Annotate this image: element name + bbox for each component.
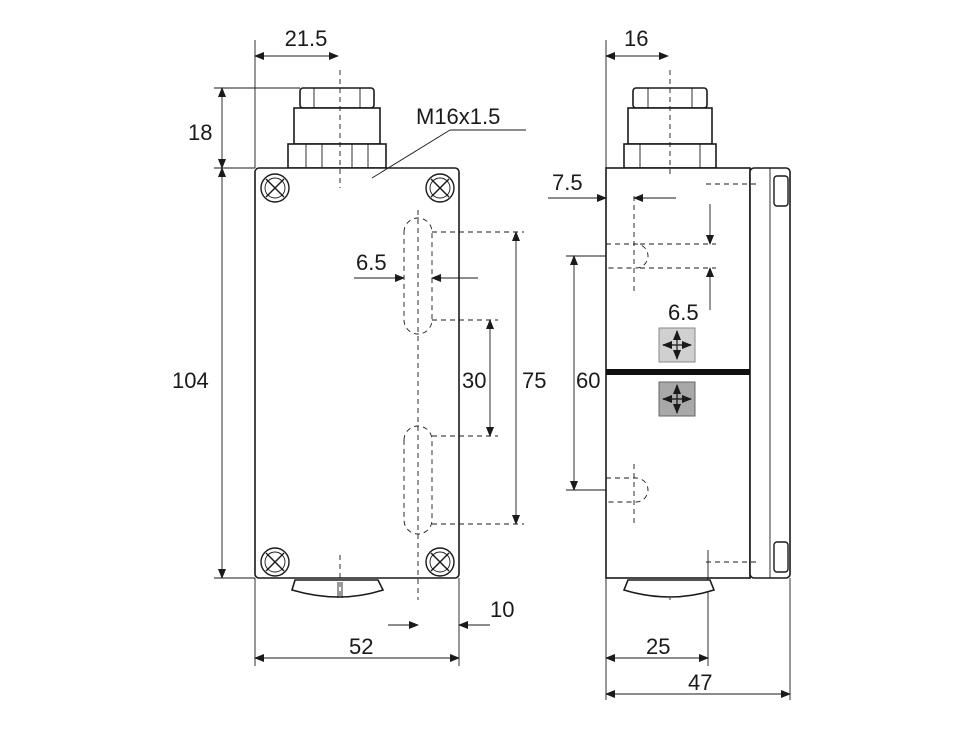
dim-25: 25 <box>605 578 709 700</box>
screw-icon <box>260 547 290 577</box>
dim-10: 10 <box>388 597 514 629</box>
dim-47: 47 <box>605 578 791 700</box>
dim-16: 16 <box>605 26 669 168</box>
side-view: 16 7.5 6.5 60 25 <box>548 26 791 700</box>
side-bottom-plug <box>622 579 716 598</box>
dim-side-slot: 6.5 <box>640 204 716 325</box>
svg-text:52: 52 <box>349 634 373 659</box>
svg-text:18: 18 <box>188 120 212 145</box>
mounting-slots <box>339 70 433 600</box>
svg-text:7.5: 7.5 <box>552 170 583 195</box>
svg-text:25: 25 <box>646 634 670 659</box>
front-view: 21.5 18 M16x1.5 104 6.5 <box>172 26 546 666</box>
dim-18: 18 <box>188 87 300 169</box>
front-housing <box>254 167 460 579</box>
dim-thread: M16x1.5 <box>371 104 526 179</box>
side-cable-gland <box>623 87 717 169</box>
dim-21-5: 21.5 <box>254 26 339 168</box>
direction-arrows-icon <box>658 327 696 363</box>
svg-text:M16x1.5: M16x1.5 <box>416 104 500 129</box>
svg-text:6.5: 6.5 <box>356 250 387 275</box>
dim-75: 75 <box>432 231 546 525</box>
svg-text:47: 47 <box>688 670 712 695</box>
dim-60: 60 <box>566 255 606 491</box>
dim-slot-width: 6.5 <box>354 250 478 282</box>
dim-30: 30 <box>432 319 498 437</box>
front-bottom-plug <box>291 579 385 598</box>
svg-text:60: 60 <box>576 368 600 393</box>
front-cable-gland <box>287 87 387 169</box>
screw-icon <box>260 173 290 203</box>
svg-text:30: 30 <box>462 368 486 393</box>
svg-text:10: 10 <box>490 597 514 622</box>
svg-text:75: 75 <box>522 368 546 393</box>
svg-text:104: 104 <box>172 368 209 393</box>
dim-52: 52 <box>254 578 460 666</box>
dim-7-5: 7.5 <box>548 170 676 202</box>
dim-104: 104 <box>172 167 255 579</box>
screw-icon <box>425 547 455 577</box>
screw-icon <box>425 173 455 203</box>
svg-text:16: 16 <box>624 26 648 51</box>
svg-text:6.5: 6.5 <box>668 300 699 325</box>
direction-arrows-icon <box>658 381 696 417</box>
svg-text:21.5: 21.5 <box>285 26 328 51</box>
